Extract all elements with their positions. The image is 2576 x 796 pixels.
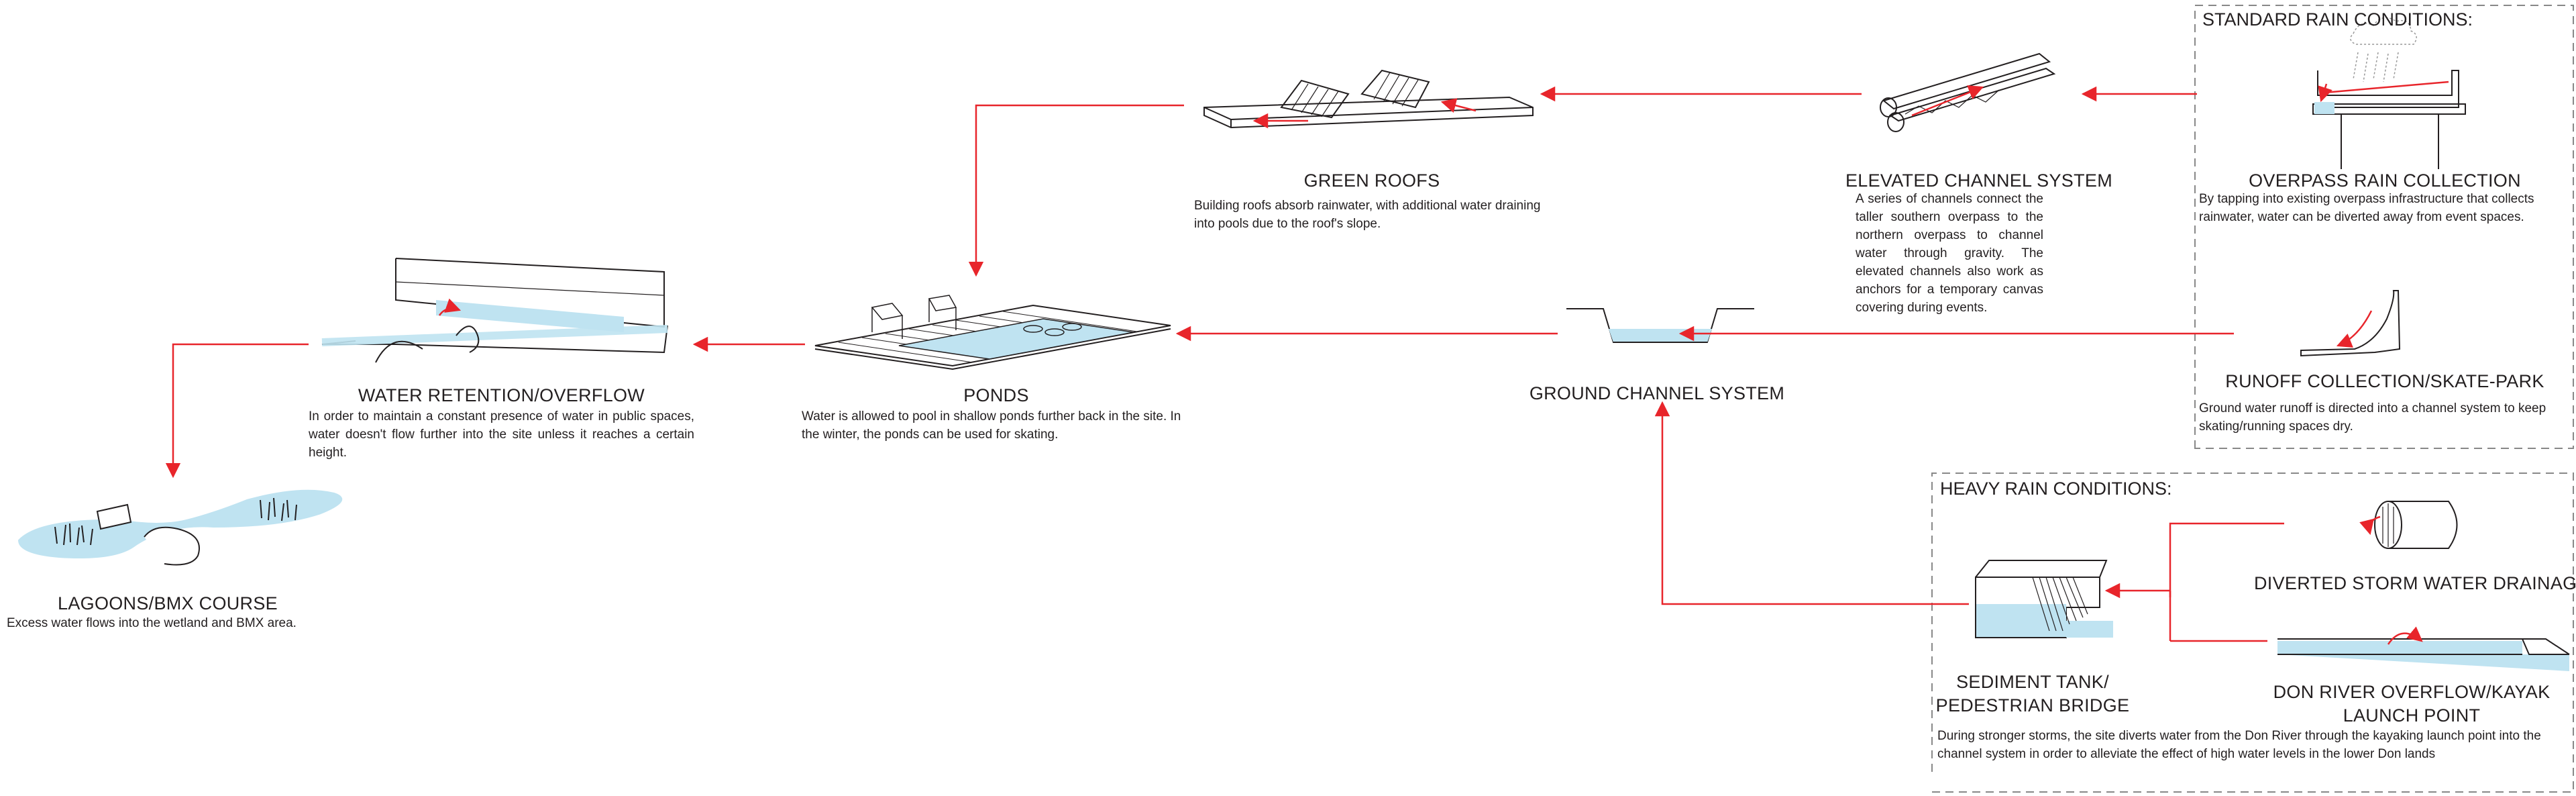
kayak-launch-illustration (2277, 626, 2570, 671)
arrow-sediment-to-ground (1654, 401, 1969, 605)
runoff-title: RUNOFF COLLECTION/SKATE-PARK (2225, 371, 2544, 391)
elevated-channel-illustration (1880, 52, 2056, 132)
sediment-tank-title-line2: PEDESTRIAN BRIDGE (1935, 695, 2130, 715)
ponds-desc: Water is allowed to pool in shallow pond… (802, 409, 1181, 442)
overpass-desc: By tapping into existing overpass infras… (2199, 192, 2534, 224)
don-river-title-line2: LAUNCH POINT (2343, 705, 2481, 726)
ponds-title: PONDS (963, 385, 1029, 405)
lagoons-bmx-illustration (17, 489, 343, 566)
elevated-channel-title: ELEVATED CHANNEL SYSTEM (1845, 170, 2112, 191)
water-retention-desc: In order to maintain a constant presence… (309, 409, 694, 460)
wetland-reeds-icon (54, 497, 297, 546)
arrow-roofs-to-ponds (968, 104, 1184, 277)
overpass-rain-collection-illustration (2312, 17, 2466, 169)
heavy-conditions-box (1931, 472, 2574, 793)
green-roofs-illustration (1203, 69, 1534, 129)
flow-arrows (165, 86, 2284, 642)
heavy-rain-desc: During stronger storms, the site diverts… (1937, 729, 2541, 761)
arrow-heavy-to-sediment (2169, 522, 2284, 597)
lagoons-desc: Excess water flows into the wetland and … (7, 616, 297, 630)
elevated-channel-desc: A series of channels connect the taller … (1856, 192, 2043, 315)
diverted-storm-title: DIVERTED STORM WATER DRAINAGE (2254, 573, 2576, 593)
water-retention-title: WATER RETENTION/OVERFLOW (358, 385, 645, 405)
lagoons-title: LAGOONS/BMX COURSE (58, 593, 278, 613)
skate-park-illustration (2300, 290, 2401, 357)
standard-conditions-box (2194, 5, 2574, 449)
storm-drain-pipe-illustration (2359, 501, 2458, 549)
sediment-tank-title-line1: SEDIMENT TANK/ (1956, 672, 2109, 692)
runoff-desc: Ground water runoff is directed into a c… (2199, 401, 2546, 434)
water-retention-illustration (321, 258, 668, 363)
sediment-tank-illustration (1975, 560, 2113, 638)
rain-cloud-icon (2350, 17, 2417, 83)
don-river-title-line1: DON RIVER OVERFLOW/KAYAK (2273, 682, 2551, 702)
green-roofs-desc: Building roofs absorb rainwater, with ad… (1194, 199, 1541, 231)
overpass-title: OVERPASS RAIN COLLECTION (2249, 170, 2521, 191)
ground-channel-illustration (1566, 308, 1754, 343)
standard-conditions-heading: STANDARD RAIN CONDITIONS: (2202, 9, 2473, 30)
arrow-retention-to-lagoons (165, 343, 309, 479)
green-roofs-title: GREEN ROOFS (1303, 170, 1440, 191)
ground-channel-title: GROUND CHANNEL SYSTEM (1529, 383, 1785, 403)
heavy-conditions-heading: HEAVY RAIN CONDITIONS: (1940, 479, 2172, 499)
ponds-illustration (814, 295, 1171, 370)
